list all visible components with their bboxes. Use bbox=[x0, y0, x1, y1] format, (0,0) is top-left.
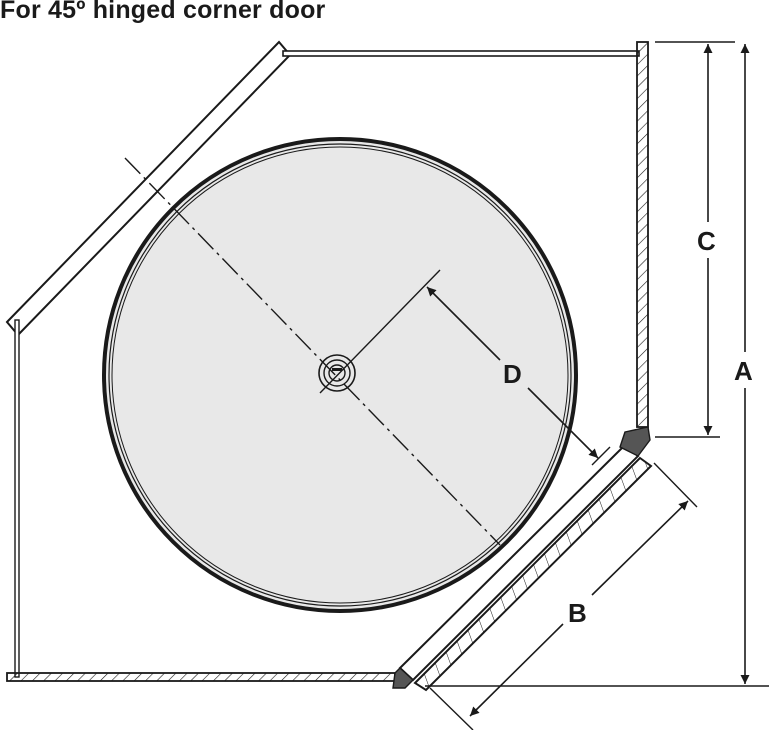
dimension-c: C bbox=[655, 41, 735, 438]
top-back-panel bbox=[282, 50, 640, 57]
hinge-block-bottom bbox=[392, 667, 415, 689]
bottom-side-wall bbox=[6, 672, 396, 682]
dimension-a-label: A bbox=[734, 356, 753, 386]
left-side-wall bbox=[14, 319, 20, 678]
dimension-d-label: D bbox=[503, 359, 522, 389]
diagram-title: For 45º hinged corner door bbox=[0, 0, 326, 24]
hinge-block-top bbox=[619, 426, 651, 457]
dimension-b-label: B bbox=[568, 598, 587, 628]
dimension-d: D bbox=[426, 286, 611, 466]
dimension-b: B bbox=[429, 462, 698, 730]
corner-door bbox=[413, 456, 653, 692]
turntable-hub-icon bbox=[318, 354, 356, 392]
dimension-a: A bbox=[425, 44, 769, 687]
dimension-c-label: C bbox=[697, 226, 716, 256]
centerline bbox=[124, 157, 501, 546]
right-side-wall bbox=[636, 41, 649, 428]
